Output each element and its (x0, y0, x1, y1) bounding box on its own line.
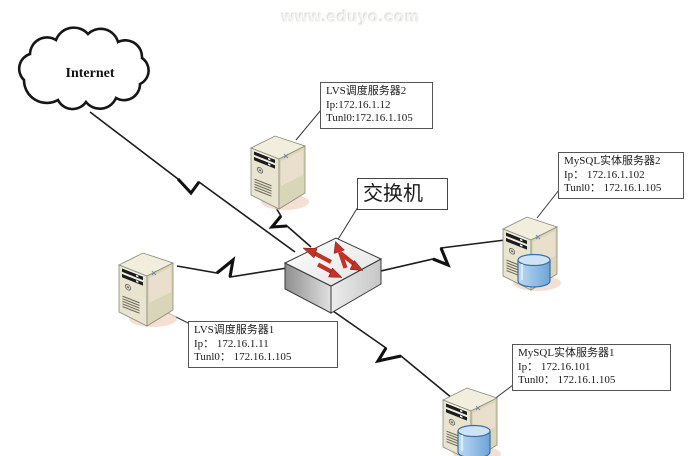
lightning-jag (374, 347, 402, 364)
mysql1-tunl: Tunl0： 172.16.1.105 (518, 374, 616, 386)
internet-cloud-icon (17, 26, 150, 111)
switch-label-box: 交换机 (357, 178, 448, 210)
lvs1-title: LVS调度服务器1 (194, 324, 275, 336)
leader-switch-label (336, 206, 359, 242)
lightning-jag (216, 256, 236, 278)
lvs1-tunl: Tunl0： 172.16.1.105 (194, 351, 292, 363)
mysql1-ip: Ip： 172.16.101 (518, 360, 591, 373)
leader-mysql2-label (536, 189, 560, 219)
server-icon-lvs1 (118, 252, 178, 328)
lightning-jag (176, 177, 201, 196)
lvs2-ip: Ip:172.16.1.12 (326, 98, 391, 111)
mysql2-title: MySQL实体服务器2 (564, 155, 661, 167)
watermark-text: www.eduyo.com (282, 9, 421, 26)
link-switch-mysql1 (332, 310, 453, 399)
label-box-mysql2: MySQL实体服务器2 Ip： 172.16.1.102 Tunl0： 172.… (558, 152, 684, 199)
switch-label: 交换机 (363, 183, 423, 205)
server-icon-lvs2 (250, 135, 310, 211)
leader-lvs2-label (295, 109, 322, 141)
lvs1-ip: Ip： 172.16.1.11 (194, 337, 269, 350)
switch-icon (283, 237, 383, 314)
mysql2-ip: Ip： 172.16.1.102 (564, 168, 645, 181)
mysql1-title: MySQL实体服务器1 (518, 347, 615, 359)
lightning-jag (268, 215, 288, 229)
database-icon-mysql2 (516, 253, 552, 289)
label-box-lvs2: LVS调度服务器2 Ip:172.16.1.12 Tunl0:172.16.1.… (320, 82, 433, 129)
internet-label: Internet (65, 66, 115, 81)
lightning-jag (432, 247, 451, 268)
switch-exchange-arrows-icon (302, 240, 364, 278)
label-box-mysql1: MySQL实体服务器1 Ip： 172.16.101 Tunl0： 172.16… (512, 344, 671, 391)
mysql2-tunl: Tunl0： 172.16.1.105 (564, 182, 662, 194)
database-icon-mysql1 (456, 424, 492, 456)
label-box-lvs1: LVS调度服务器1 Ip： 172.16.1.11 Tunl0： 172.16.… (188, 321, 338, 368)
lvs2-title: LVS调度服务器2 (326, 85, 407, 97)
lvs2-tunl: Tunl0:172.16.1.105 (326, 112, 413, 124)
